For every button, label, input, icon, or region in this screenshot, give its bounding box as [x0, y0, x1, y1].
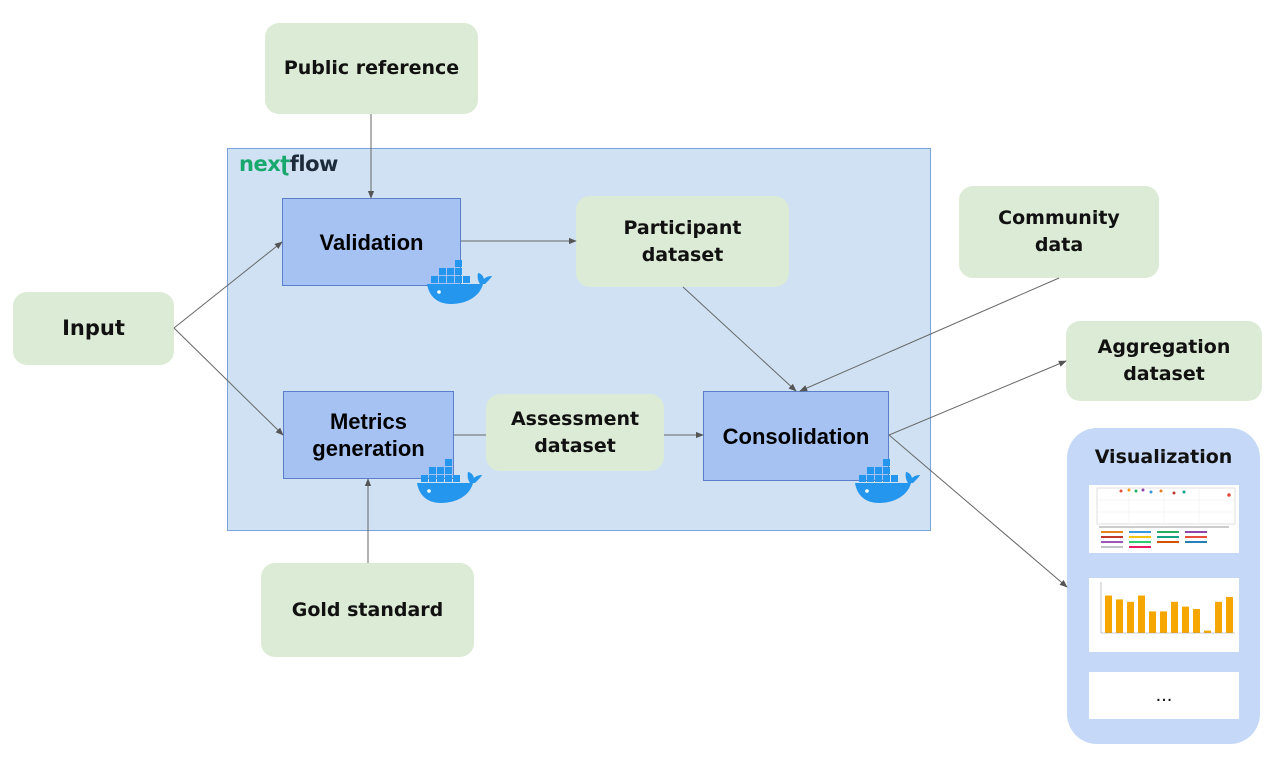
nextflow-logo-part1: nexʈ [239, 152, 290, 176]
nextflow-logo-part2: flow [289, 152, 339, 176]
community-data-node: Community data [959, 186, 1159, 278]
public-reference-node: Public reference [265, 23, 478, 114]
arrow-participant-to-consolidation [682, 286, 797, 392]
bar-chart-thumbnail [1089, 578, 1239, 652]
validation-process: Validation [282, 198, 461, 286]
arrow-input-to-metrics [173, 327, 284, 436]
arrow-input-to-validation [173, 241, 283, 329]
thumbnail-bar [1127, 601, 1134, 633]
arrow-community-to-consolidation [799, 277, 1060, 392]
thumbnail-bar [1149, 611, 1156, 633]
more-visualizations-placeholder: ... [1089, 672, 1239, 719]
nextflow-logo: nexʈflow [239, 152, 338, 176]
participant-dataset-node: Participant dataset [576, 196, 789, 287]
gold-standard-node: Gold standard [261, 563, 474, 657]
thumbnail-bar [1193, 609, 1200, 633]
thumbnail-bar [1105, 595, 1112, 633]
arrow-consolidation-to-aggregation [888, 360, 1067, 436]
docker-whale-icon [855, 459, 920, 503]
thumbnail-bar [1138, 595, 1145, 633]
thumbnail-bar [1171, 601, 1178, 633]
metrics-generation-process: Metrics generation [283, 391, 454, 479]
thumbnail-bar [1226, 597, 1233, 633]
thumbnail-bar [1215, 601, 1222, 633]
thumbnail-bar [1116, 599, 1123, 633]
aggregation-dataset-node: Aggregation dataset [1066, 321, 1262, 401]
input-node: Input [13, 292, 174, 365]
visualization-title: Visualization [1094, 446, 1233, 468]
assessment-dataset-node: Assessment dataset [486, 394, 664, 471]
thumbnail-bar [1160, 611, 1167, 633]
docker-whale-icon [427, 260, 492, 304]
scatter-plot-thumbnail [1089, 485, 1239, 553]
thumbnail-bar [1182, 606, 1189, 633]
arrow-consolidation-to-visualization [888, 434, 1068, 588]
consolidation-process: Consolidation [703, 391, 889, 481]
docker-whale-icon [417, 459, 482, 503]
thumbnail-bar [1204, 630, 1211, 633]
